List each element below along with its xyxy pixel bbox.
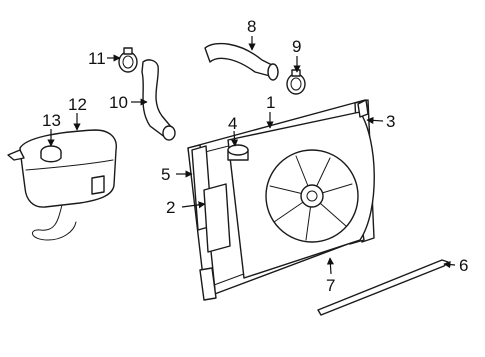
leader-7 [326, 257, 334, 275]
callout-12: 12 [68, 95, 87, 114]
callout-6: 6 [459, 256, 468, 275]
callout-3: 3 [386, 112, 395, 131]
callout-13: 13 [42, 111, 61, 130]
lower-bracket [203, 183, 231, 253]
lower-radiator-hose [141, 59, 173, 139]
callout-11: 11 [88, 49, 106, 68]
leader-3 [366, 116, 384, 124]
callout-10: 10 [109, 93, 128, 112]
callout-4: 4 [228, 114, 237, 133]
hose-clamp-upper [286, 69, 306, 95]
callout-7: 7 [326, 276, 335, 295]
callout-2: 2 [166, 198, 175, 217]
reservoir-hose [32, 204, 77, 241]
callout-5: 5 [161, 165, 170, 184]
coolant-reservoir [7, 129, 117, 241]
leader-4 [230, 130, 239, 147]
callout-8: 8 [247, 17, 256, 36]
seal-strip [317, 259, 449, 316]
radiator-cap [227, 144, 249, 161]
reservoir-mount [91, 175, 105, 195]
reservoir-bracket [7, 149, 25, 161]
reservoir-body [19, 129, 117, 208]
fitting [357, 99, 369, 118]
callout-1: 1 [266, 93, 275, 112]
leader-2 [181, 201, 206, 209]
fan-hub [300, 184, 324, 208]
hose-clamp-lower [118, 47, 138, 73]
cooling-fan-shroud [227, 111, 375, 279]
leader-6 [443, 261, 456, 269]
upper-radiator-hose [204, 42, 277, 77]
callout-9: 9 [292, 37, 301, 56]
reservoir-cap [40, 145, 62, 163]
